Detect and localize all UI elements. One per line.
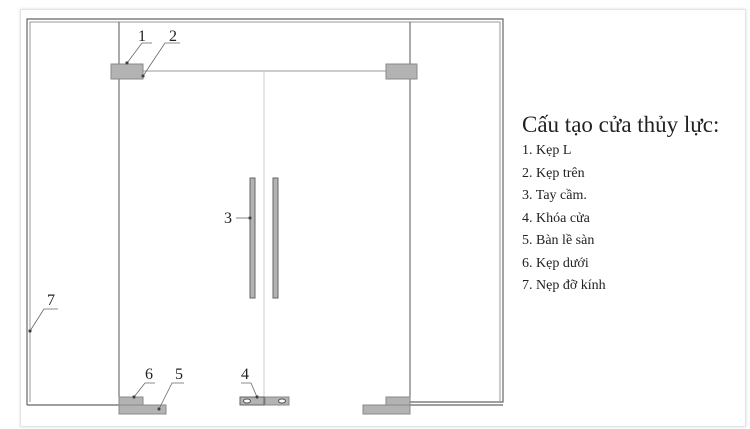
legend-item: 6. Kẹp dưới xyxy=(522,255,589,271)
lock-keyhole-icon xyxy=(278,398,286,404)
legend-item: 1. Kẹp L xyxy=(522,143,572,158)
callout-4: 4 xyxy=(241,366,249,383)
legend-item: 5. Bàn lề sàn xyxy=(522,233,595,248)
legend-item: 4. Khóa cửa xyxy=(522,210,590,226)
callout-5: 5 xyxy=(175,366,183,383)
floor-hinge-left xyxy=(118,404,167,415)
door-panels xyxy=(118,22,411,405)
callout-2: 2 xyxy=(169,28,177,45)
top-left-clamp xyxy=(110,63,144,80)
callout-7: 7 xyxy=(47,292,55,309)
bottom-clamp-right xyxy=(385,396,411,406)
legend: Cấu tạo cửa thủy lực: 1. Kẹp L 2. Kẹp tr… xyxy=(522,110,719,298)
handle-right xyxy=(272,177,279,299)
callout-3: 3 xyxy=(224,210,232,227)
legend-title: Cấu tạo cửa thủy lực: xyxy=(522,112,720,137)
callout-6: 6 xyxy=(145,366,153,383)
top-right-clamp xyxy=(385,63,418,80)
callout-1: 1 xyxy=(138,28,146,45)
leader-lines xyxy=(28,42,259,411)
door-lock-right xyxy=(264,396,290,406)
legend-item: 3. Tay cầm. xyxy=(522,188,587,203)
glass-frame xyxy=(26,18,504,406)
door-lock-left xyxy=(239,396,265,406)
handle-left xyxy=(249,177,256,299)
lock-keyhole-icon xyxy=(243,398,251,404)
legend-item: 7. Nẹp đỡ kính xyxy=(522,278,606,293)
legend-item: 2. Kẹp trên xyxy=(522,165,585,181)
bottom-clamp-left xyxy=(118,396,144,406)
floor-hinge-right xyxy=(362,404,411,415)
